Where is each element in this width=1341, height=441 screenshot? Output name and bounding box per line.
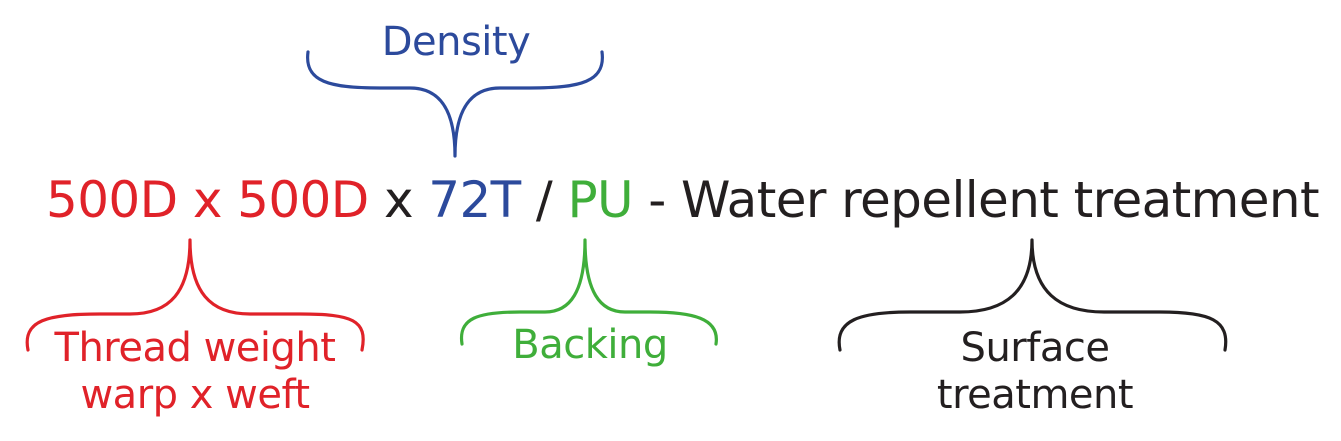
backing-value: PU: [567, 171, 634, 229]
thread-weight-label-line2: warp x weft: [80, 372, 310, 418]
thread-weight-label-line1: Thread weight: [54, 325, 336, 371]
surface-brace: [837, 238, 1228, 352]
surface-treatment-label: Surface treatment: [900, 325, 1170, 419]
spec-string: 500D x 500D x 72T / PU - Water repellent…: [46, 170, 1320, 230]
density-label: Density: [381, 19, 531, 65]
separator-x: x: [368, 171, 429, 229]
thread-weight-brace: [25, 238, 365, 352]
backing-label: Backing: [512, 322, 668, 368]
surface-treatment-label-line1: Surface: [960, 325, 1110, 371]
thread-weight-value: 500D x 500D: [46, 171, 369, 229]
separator-slash: /: [520, 171, 568, 229]
surface-treatment-value: - Water repellent treatment: [633, 171, 1320, 229]
surface-treatment-label-line2: treatment: [936, 372, 1134, 418]
density-brace: [306, 50, 604, 158]
density-value: 72T: [428, 171, 521, 229]
thread-weight-label: Thread weight warp x weft: [40, 325, 350, 419]
backing-brace: [459, 238, 718, 346]
